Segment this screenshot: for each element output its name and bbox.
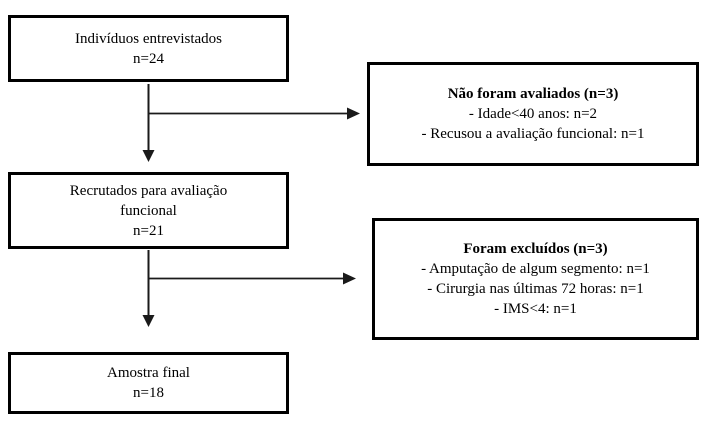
box-excluded-reason-ims: - IMS<4: n=1 [494, 301, 577, 317]
box-final-sample: Amostra final n=18 [8, 352, 289, 414]
box-not-evaluated: Não foram avaliados (n=3) - Idade<40 ano… [367, 62, 699, 166]
box-recruited-count: n=21 [133, 222, 164, 239]
arrow-interviewed-to-recruited [142, 84, 155, 162]
box-excluded-title: Foram excluídos (n=3) [463, 241, 608, 257]
box-not-evaluated-reason-refused: - Recusou a avaliação funcional: n=1 [421, 126, 645, 142]
box-recruited: Recrutados para avaliação funcional n=21 [8, 172, 289, 249]
box-not-evaluated-reason-age: - Idade<40 anos: n=2 [468, 106, 598, 122]
box-excluded-reason-amputation: - Amputação de algum segmento: n=1 [421, 261, 650, 277]
box-not-evaluated-title: Não foram avaliados (n=3) [447, 86, 619, 102]
box-recruited-label-line2: funcional [120, 202, 177, 219]
box-excluded: Foram excluídos (n=3) - Amputação de alg… [372, 218, 699, 340]
arrow-branch-to-excluded [148, 272, 356, 285]
box-interviewed-label: Indivíduos entrevistados [74, 30, 223, 47]
box-final-sample-label: Amostra final [107, 365, 190, 381]
box-excluded-reason-surgery: - Cirurgia nas últimas 72 horas: n=1 [427, 281, 644, 297]
box-interviewed: Indivíduos entrevistados n=24 [8, 15, 289, 82]
box-final-sample-count: n=18 [133, 385, 164, 401]
arrow-branch-to-not-evaluated [148, 107, 360, 120]
arrow-recruited-to-final [142, 250, 155, 327]
box-recruited-label-line1: Recrutados para avaliação [69, 182, 228, 199]
box-interviewed-count: n=24 [133, 50, 164, 67]
